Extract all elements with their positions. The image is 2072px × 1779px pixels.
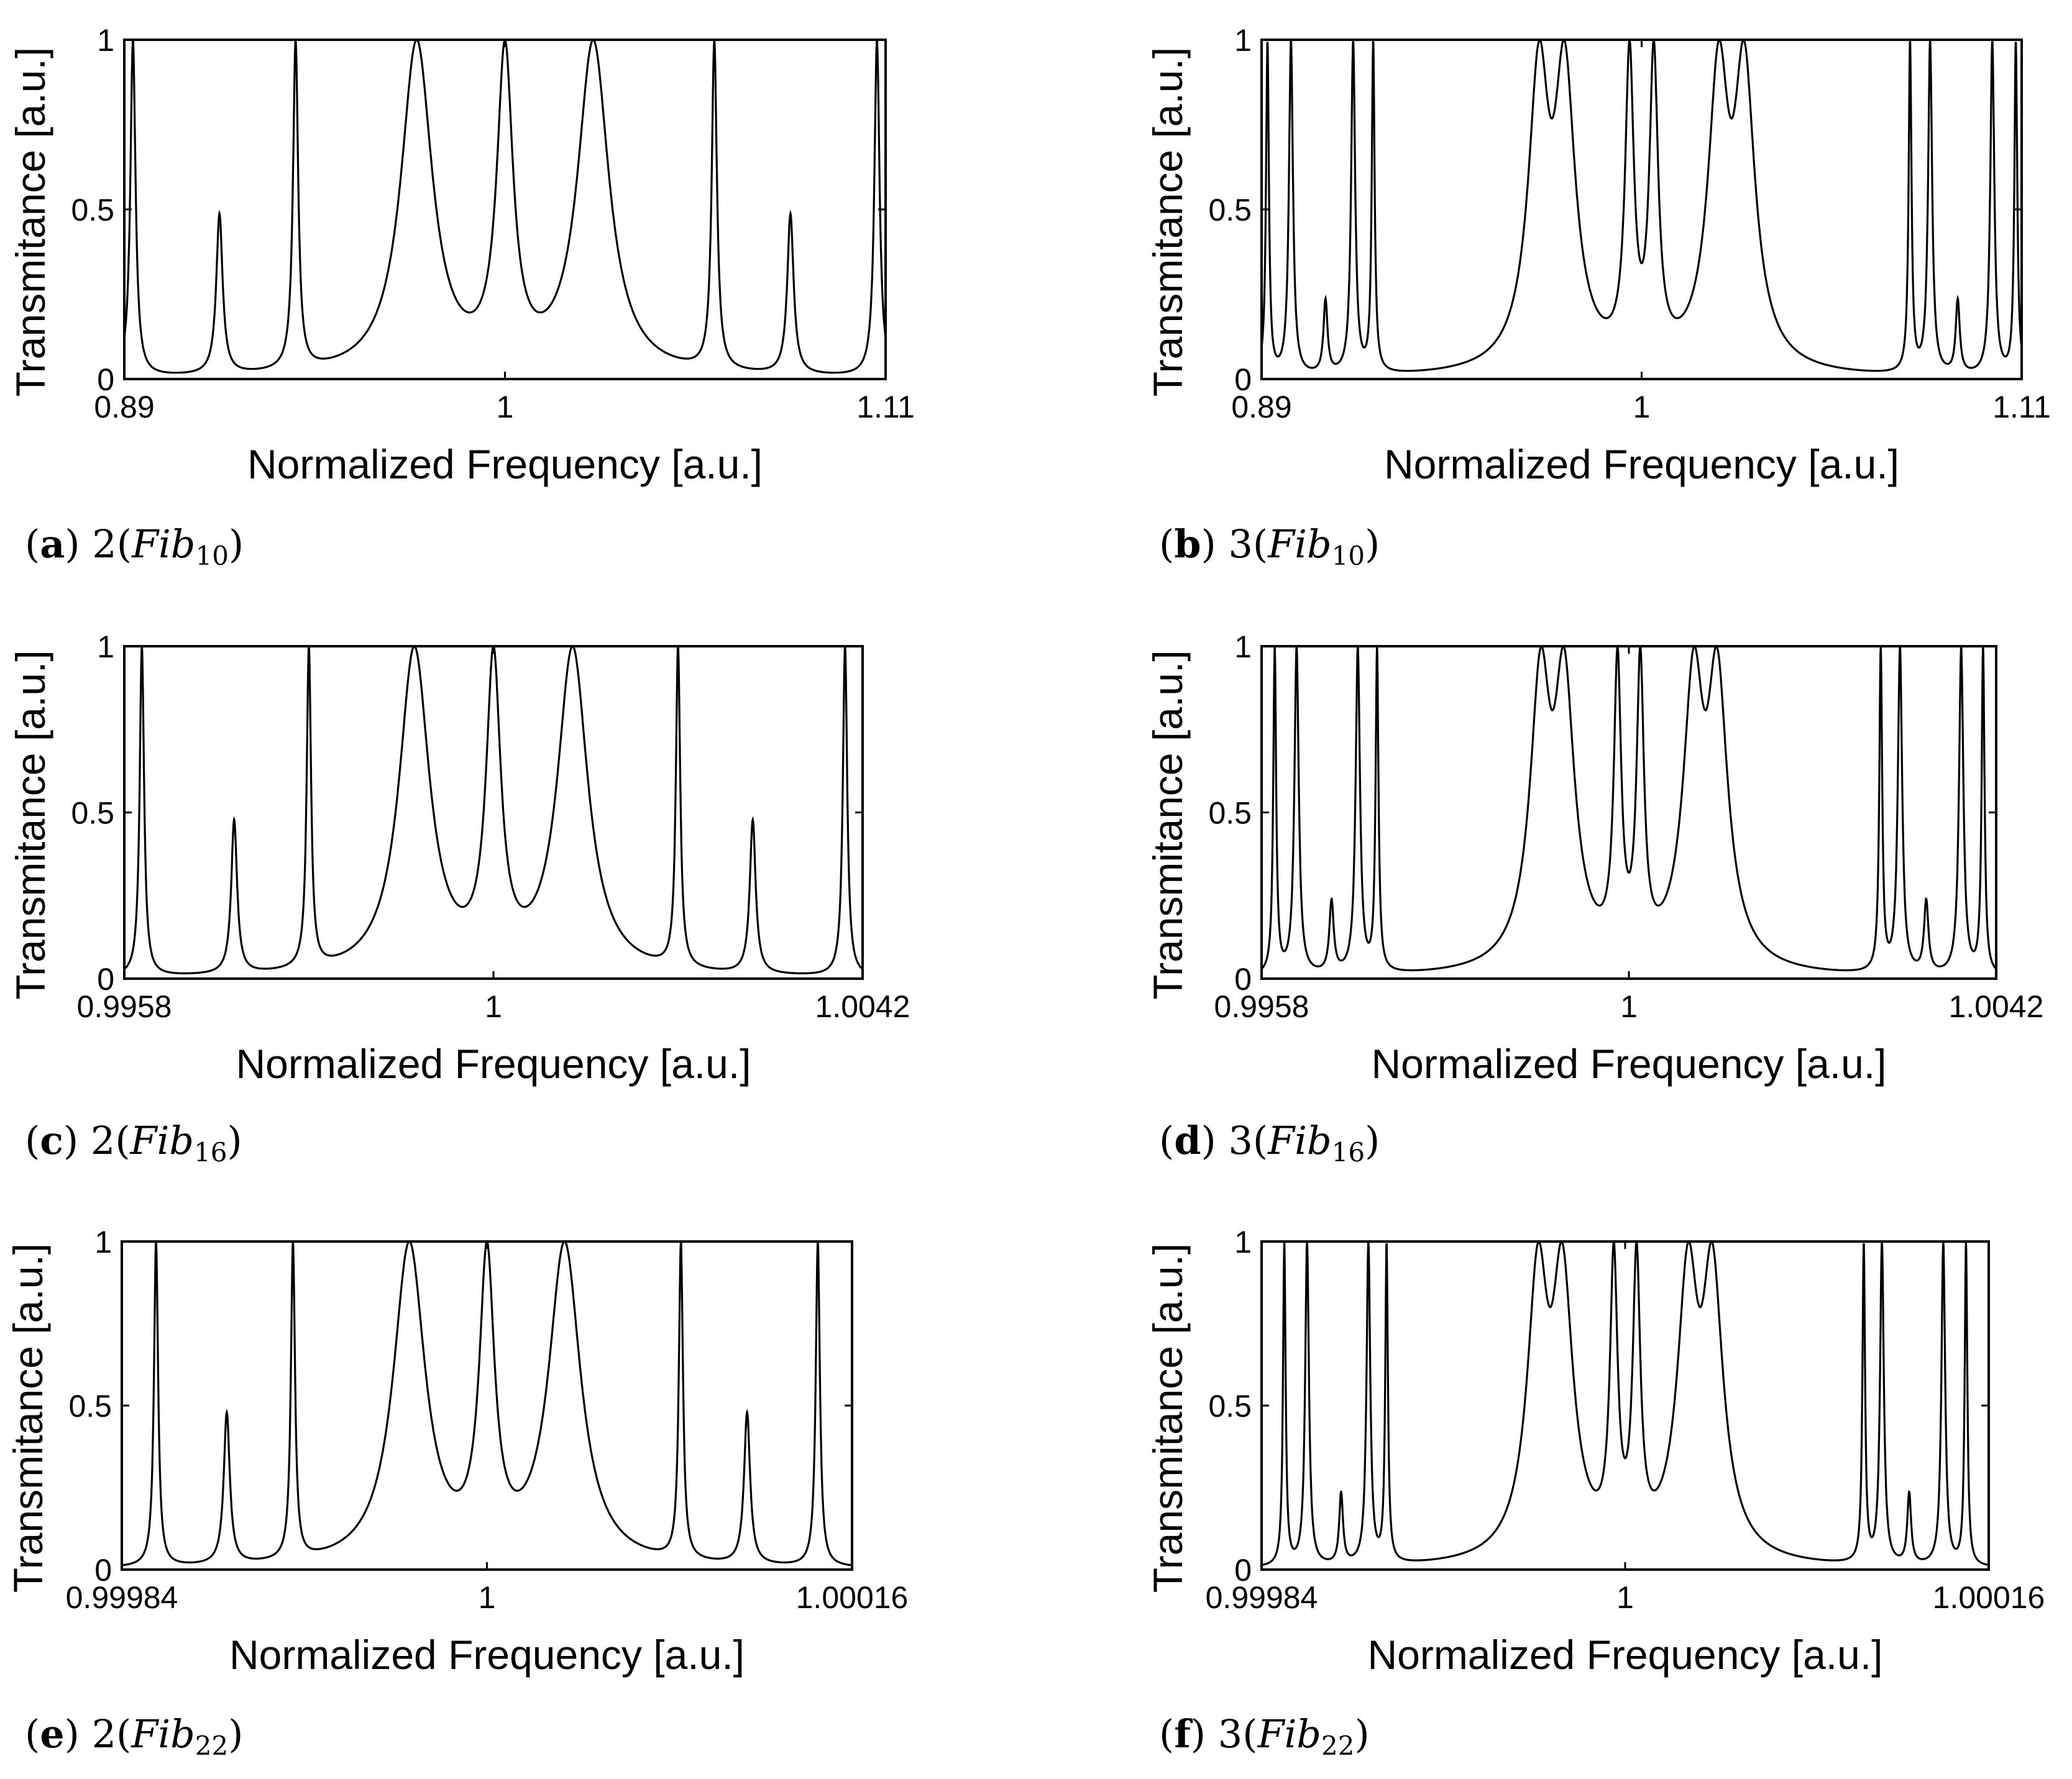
x-tick-label: 1 [1620,989,1638,1024]
y-tick-label: 1 [94,1225,112,1260]
y-tick-label: 1 [1234,629,1252,664]
y-axis-label: Transmitance [a.u.] [1145,47,1191,396]
y-tick-label: 0.5 [1208,1389,1252,1424]
y-tick-label: 0 [1234,362,1252,397]
x-tick-label: 0.99984 [1206,1580,1318,1615]
x-tick-label: 0.9958 [1214,989,1309,1024]
caption-b: (b) 3(Fib10) [1159,521,1380,571]
y-tick-label: 0.5 [1208,796,1252,831]
x-tick-label: 0.89 [1231,390,1291,424]
x-axis-label: Normalized Frequency [a.u.] [1367,1632,1882,1678]
x-axis-label: Normalized Frequency [a.u.] [229,1632,745,1678]
caption-letter: d [1174,1118,1201,1163]
caption-fib: Fib [131,1711,195,1757]
caption-a: (a) 2(Fib10) [25,521,244,571]
caption-prefix: 2 [91,1711,117,1757]
y-axis-label: Transmitance [a.u.] [1145,1243,1191,1593]
caption-subscript: 16 [1331,1137,1365,1168]
y-tick-label: 0.5 [68,1389,112,1424]
x-tick-label: 1.00016 [796,1580,909,1615]
x-tick-label: 1 [479,1580,496,1615]
x-tick-label: 0.89 [94,390,154,424]
x-axis-label: Normalized Frequency [a.u.] [236,1041,751,1087]
y-tick-label: 0.5 [71,796,114,831]
y-tick-label: 1 [97,23,114,58]
x-tick-label: 1 [485,989,502,1024]
y-tick-label: 0 [97,962,114,997]
caption-fib: Fib [130,1118,195,1163]
y-tick-label: 1 [1234,23,1252,58]
caption-prefix: 3 [1228,521,1253,567]
x-axis-label: Normalized Frequency [a.u.] [247,441,763,487]
y-tick-label: 0 [97,362,114,397]
y-tick-label: 0 [94,1553,112,1588]
x-tick-label: 0.99984 [66,1580,178,1615]
x-tick-label: 1.00016 [1933,1580,2045,1615]
x-tick-label: 1.11 [856,390,915,424]
caption-letter: e [40,1711,65,1757]
axes-box [121,1240,853,1571]
caption-d: (d) 3(Fib16) [1159,1118,1380,1168]
transmittance-curve [1262,1242,1989,1566]
x-axis-label: Normalized Frequency [a.u.] [1371,1041,1886,1087]
caption-prefix: 2 [90,1118,116,1163]
transmittance-curve [124,40,886,374]
y-tick-label: 1 [1234,1225,1252,1260]
caption-letter: a [40,521,65,567]
caption-subscript: 16 [194,1137,227,1168]
x-tick-label: 1.11 [1992,390,2051,424]
y-tick-label: 0.5 [1208,193,1252,227]
caption-letter: c [40,1118,63,1163]
x-tick-label: 1 [1616,1580,1634,1615]
y-axis-label: Transmitance [a.u.] [7,47,53,396]
caption-letter: b [1174,521,1201,567]
y-tick-label: 0 [1234,1553,1252,1588]
axes-box [123,39,887,380]
caption-fib: Fib [1257,1711,1321,1757]
caption-subscript: 10 [195,541,229,571]
x-tick-label: 1.0042 [815,989,910,1024]
transmittance-curve [1262,40,2022,372]
y-axis-label: Transmitance [a.u.] [5,1243,51,1593]
transmittance-curve [122,1242,852,1566]
caption-subscript: 10 [1331,541,1365,571]
caption-f: (f) 3(Fib22) [1159,1711,1370,1761]
y-axis-label: Transmitance [a.u.] [1145,650,1191,999]
caption-fib: Fib [1268,521,1332,567]
axes-box [123,645,864,980]
y-tick-label: 0 [1234,962,1252,997]
caption-fib: Fib [131,521,196,567]
x-tick-label: 1 [1633,390,1651,424]
x-axis-label: Normalized Frequency [a.u.] [1384,441,1899,487]
x-tick-label: 1.0042 [1949,989,2044,1024]
transmittance-curve [124,646,863,974]
caption-prefix: 3 [1228,1118,1253,1163]
y-tick-label: 1 [97,629,114,664]
caption-e: (e) 2(Fib22) [25,1711,244,1761]
caption-c: (c) 2(Fib16) [25,1118,242,1168]
x-tick-label: 0.9958 [77,989,172,1024]
y-axis-label: Transmitance [a.u.] [7,650,53,999]
caption-subscript: 22 [195,1731,229,1761]
transmittance-curve [1262,646,1996,972]
caption-prefix: 2 [92,521,117,567]
caption-prefix: 3 [1217,1711,1243,1757]
caption-subscript: 22 [1321,1731,1355,1761]
y-tick-label: 0.5 [71,193,114,227]
x-tick-label: 1 [497,390,514,424]
caption-letter: f [1174,1711,1191,1757]
caption-fib: Fib [1268,1118,1332,1163]
